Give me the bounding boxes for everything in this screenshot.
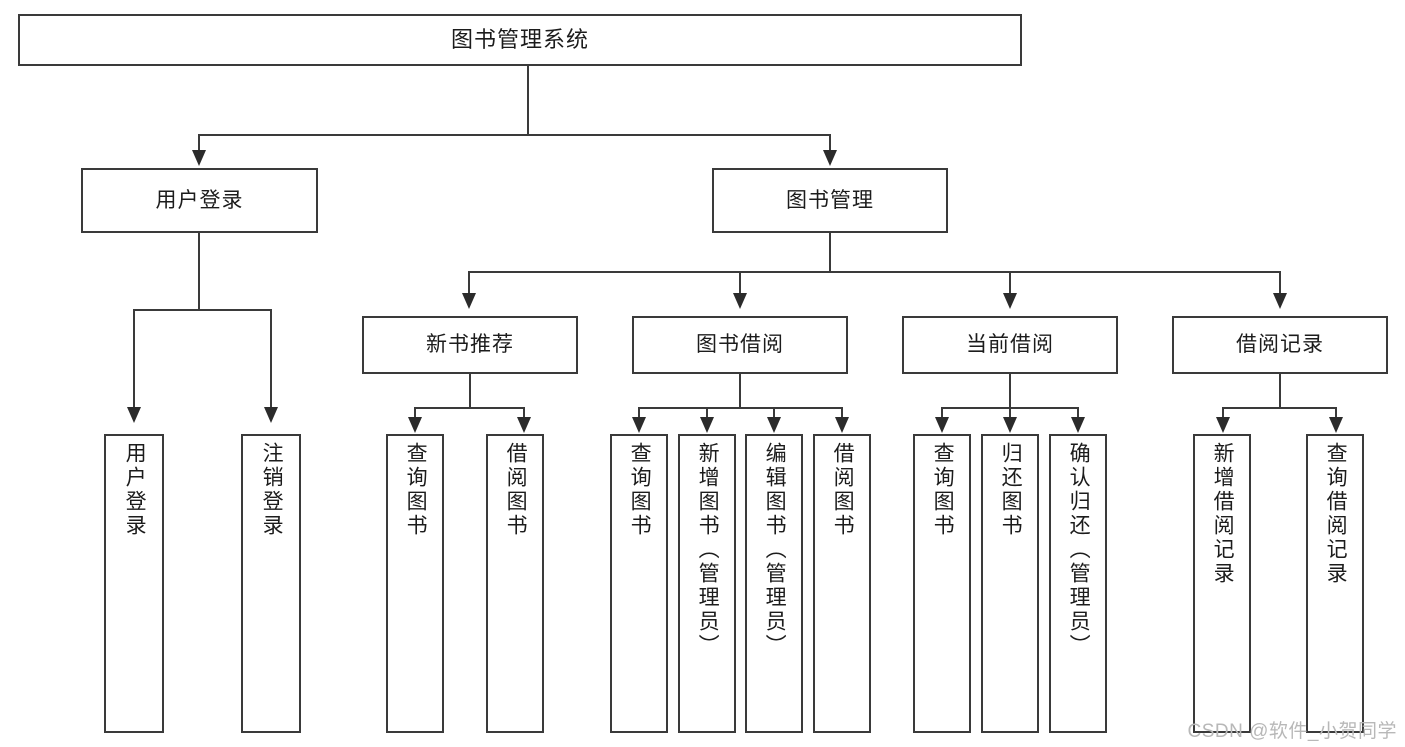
connector-borrow-record-stem bbox=[1279, 374, 1281, 409]
connector-current-borrow-l1 bbox=[941, 407, 943, 419]
connector-current-borrow-l3 bbox=[1077, 407, 1079, 419]
connector-book-manage-to-borrow-record bbox=[1279, 271, 1281, 295]
arrowhead-root-to-book-manage bbox=[823, 150, 837, 166]
node-leaf-query-book-1-label: 查询图书 bbox=[404, 442, 428, 538]
connector-borrow-record-l2 bbox=[1335, 407, 1337, 419]
node-leaf-edit-book[interactable]: 编辑图书（管理员） bbox=[745, 434, 803, 733]
connector-user-login-bar bbox=[133, 309, 272, 311]
arrowhead-to-current-borrow bbox=[1003, 293, 1017, 309]
node-book-borrow[interactable]: 图书借阅 bbox=[632, 316, 848, 374]
node-leaf-borrow-book-2[interactable]: 借阅图书 bbox=[813, 434, 871, 733]
connector-book-borrow-stem bbox=[739, 374, 741, 409]
node-leaf-query-book-1[interactable]: 查询图书 bbox=[386, 434, 444, 733]
arrowhead-root-to-user-login bbox=[192, 150, 206, 166]
connector-root-stem bbox=[527, 66, 529, 135]
connector-book-borrow-l3 bbox=[773, 407, 775, 419]
node-borrow-record[interactable]: 借阅记录 bbox=[1172, 316, 1388, 374]
node-book-manage[interactable]: 图书管理 bbox=[712, 168, 948, 233]
connector-new-book-rec-l2 bbox=[523, 407, 525, 419]
node-leaf-query-book-3-label: 查询图书 bbox=[931, 442, 955, 538]
connector-book-borrow-l1 bbox=[638, 407, 640, 419]
arrowhead-current-borrow-l3 bbox=[1071, 417, 1085, 433]
connector-book-borrow-l2 bbox=[706, 407, 708, 419]
arrowhead-to-new-book-rec bbox=[462, 293, 476, 309]
node-leaf-query-book-2-label: 查询图书 bbox=[628, 442, 652, 538]
node-leaf-add-record[interactable]: 新增借阅记录 bbox=[1193, 434, 1251, 733]
node-leaf-user-logout[interactable]: 注销登录 bbox=[241, 434, 301, 733]
node-leaf-add-book-label: 新增图书（管理员） bbox=[696, 442, 720, 658]
connector-user-login-stem bbox=[198, 233, 200, 311]
arrowhead-book-borrow-l2 bbox=[700, 417, 714, 433]
node-leaf-user-login[interactable]: 用户登录 bbox=[104, 434, 164, 733]
connector-current-borrow-stem bbox=[1009, 374, 1011, 409]
connector-book-borrow-bar bbox=[638, 407, 843, 409]
node-leaf-query-record-label: 查询借阅记录 bbox=[1324, 442, 1348, 586]
connector-new-book-rec-stem bbox=[469, 374, 471, 409]
arrowhead-borrow-record-l1 bbox=[1216, 417, 1230, 433]
node-leaf-user-logout-label: 注销登录 bbox=[260, 442, 284, 538]
node-root[interactable]: 图书管理系统 bbox=[18, 14, 1022, 66]
node-leaf-edit-book-label: 编辑图书（管理员） bbox=[763, 442, 787, 658]
connector-book-manage-to-current-borrow bbox=[1009, 271, 1011, 295]
node-current-borrow[interactable]: 当前借阅 bbox=[902, 316, 1118, 374]
connector-root-bar bbox=[198, 134, 830, 136]
arrowhead-to-book-borrow bbox=[733, 293, 747, 309]
connector-root-to-book-manage bbox=[829, 134, 831, 152]
arrowhead-book-borrow-l3 bbox=[767, 417, 781, 433]
node-leaf-confirm-return-label: 确认归还（管理员） bbox=[1067, 442, 1091, 658]
connector-new-book-rec-bar bbox=[414, 407, 524, 409]
connector-user-login-to-leaf-2 bbox=[270, 309, 272, 409]
connector-borrow-record-bar bbox=[1222, 407, 1336, 409]
node-leaf-user-login-label: 用户登录 bbox=[123, 442, 147, 538]
connector-book-manage-to-book-borrow bbox=[739, 271, 741, 295]
connector-book-manage-bar bbox=[468, 271, 1280, 273]
node-leaf-query-book-2[interactable]: 查询图书 bbox=[610, 434, 668, 733]
node-leaf-query-record[interactable]: 查询借阅记录 bbox=[1306, 434, 1364, 733]
arrowhead-book-borrow-l4 bbox=[835, 417, 849, 433]
arrowhead-new-book-rec-l2 bbox=[517, 417, 531, 433]
node-leaf-add-book[interactable]: 新增图书（管理员） bbox=[678, 434, 736, 733]
connector-borrow-record-l1 bbox=[1222, 407, 1224, 419]
node-leaf-return-book-label: 归还图书 bbox=[999, 442, 1023, 538]
connector-book-manage-stem bbox=[829, 233, 831, 273]
arrowhead-to-borrow-record bbox=[1273, 293, 1287, 309]
node-leaf-borrow-book-1-label: 借阅图书 bbox=[504, 442, 528, 538]
connector-root-to-user-login bbox=[198, 134, 200, 152]
connector-book-borrow-l4 bbox=[841, 407, 843, 419]
csdn-watermark: CSDN @软件_小贺同学 bbox=[1187, 721, 1397, 742]
arrowhead-current-borrow-l1 bbox=[935, 417, 949, 433]
connector-current-borrow-l2 bbox=[1009, 407, 1011, 419]
connector-user-login-to-leaf-1 bbox=[133, 309, 135, 409]
arrowhead-current-borrow-l2 bbox=[1003, 417, 1017, 433]
node-leaf-borrow-book-2-label: 借阅图书 bbox=[831, 442, 855, 538]
node-leaf-return-book[interactable]: 归还图书 bbox=[981, 434, 1039, 733]
arrowhead-new-book-rec-l1 bbox=[408, 417, 422, 433]
arrowhead-user-login-to-leaf-2 bbox=[264, 407, 278, 423]
node-leaf-confirm-return[interactable]: 确认归还（管理员） bbox=[1049, 434, 1107, 733]
node-leaf-borrow-book-1[interactable]: 借阅图书 bbox=[486, 434, 544, 733]
node-new-book-rec[interactable]: 新书推荐 bbox=[362, 316, 578, 374]
arrowhead-book-borrow-l1 bbox=[632, 417, 646, 433]
arrowhead-user-login-to-leaf-1 bbox=[127, 407, 141, 423]
node-leaf-query-book-3[interactable]: 查询图书 bbox=[913, 434, 971, 733]
connector-book-manage-to-new-book-rec bbox=[468, 271, 470, 295]
node-user-login[interactable]: 用户登录 bbox=[81, 168, 318, 233]
connector-new-book-rec-l1 bbox=[414, 407, 416, 419]
node-leaf-add-record-label: 新增借阅记录 bbox=[1211, 442, 1235, 586]
arrowhead-borrow-record-l2 bbox=[1329, 417, 1343, 433]
